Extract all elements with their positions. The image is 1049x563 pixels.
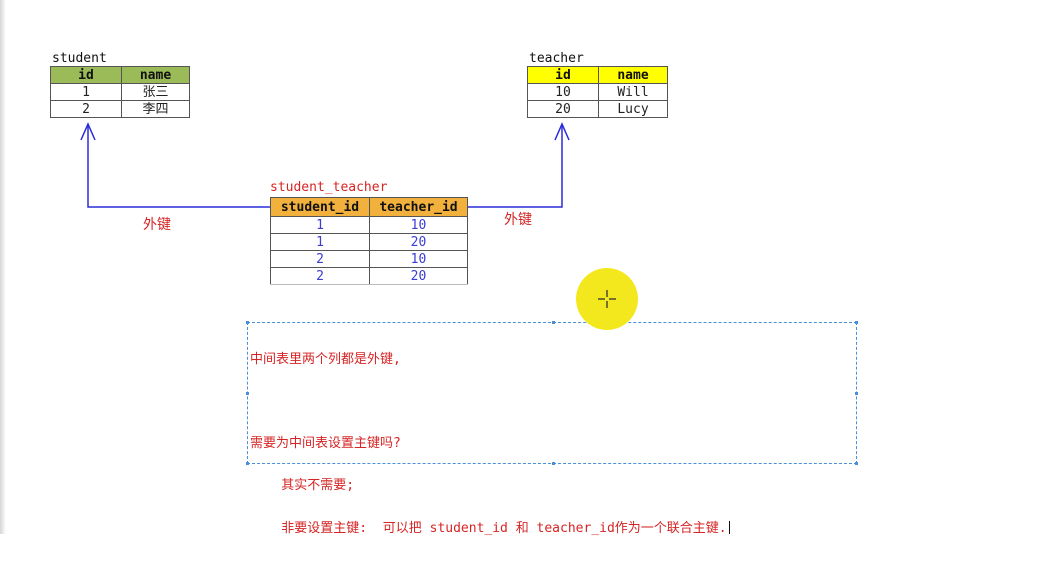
link-col-student-id: student_id <box>270 197 370 217</box>
student-teacher-table: student_id teacher_id 1 10 1 20 2 10 2 2… <box>270 197 468 285</box>
resize-handle[interactable] <box>552 462 555 465</box>
foreign-key-connectors <box>80 122 570 208</box>
resize-handle[interactable] <box>855 392 858 395</box>
note-line: 中间表里两个列都是外键, <box>250 352 401 367</box>
note-line: 其实不需要; <box>250 478 355 493</box>
note-text[interactable]: 中间表里两个列都是外键, 需要为中间表设置主键吗? 其实不需要; 非要设置主键:… <box>250 325 730 563</box>
student-cell-name: 张三 <box>121 83 190 101</box>
note-line <box>250 395 730 409</box>
student-table: id name 1 张三 2 李四 <box>50 66 190 118</box>
link-col-teacher-id: teacher_id <box>369 197 468 217</box>
teacher-col-id: id <box>527 66 599 84</box>
link-table-caption: student_teacher <box>270 180 388 195</box>
note-line: 需要为中间表设置主键吗? <box>250 436 401 451</box>
note-textbox[interactable]: 中间表里两个列都是外键, 需要为中间表设置主键吗? 其实不需要; 非要设置主键:… <box>246 321 858 536</box>
student-col-name: name <box>121 66 190 84</box>
cursor-highlight <box>576 268 638 330</box>
resize-handle[interactable] <box>855 462 858 465</box>
table-row: 2 20 <box>270 267 468 285</box>
table-row: 1 10 <box>270 216 468 234</box>
left-fk-label: 外键 <box>143 217 171 233</box>
table-row: 1 20 <box>270 233 468 251</box>
teacher-table: id name 10 Will 20 Lucy <box>527 66 668 118</box>
crosshair-cursor-icon <box>598 290 616 308</box>
resize-handle[interactable] <box>855 321 858 324</box>
teacher-cell-id: 20 <box>527 100 599 118</box>
left-fk-arrowhead <box>80 122 96 141</box>
right-fk-arrowhead <box>554 122 570 141</box>
student-cell-name: 李四 <box>121 100 190 118</box>
left-fk-line <box>87 124 270 208</box>
teacher-table-caption: teacher <box>529 51 584 66</box>
note-line: 非要设置主键: 可以把 student_id 和 teacher_id作为一个联… <box>250 521 727 536</box>
resize-handle[interactable] <box>246 321 249 324</box>
link-cell-teacher-id: 20 <box>369 267 468 285</box>
link-cell-student-id: 2 <box>270 267 370 285</box>
text-caret <box>728 521 730 534</box>
table-row: 1 张三 <box>50 83 190 101</box>
table-row: 20 Lucy <box>527 100 668 118</box>
right-fk-label: 外键 <box>504 212 532 228</box>
student-table-caption: student <box>52 51 107 66</box>
resize-handle[interactable] <box>246 462 249 465</box>
resize-handle[interactable] <box>552 321 555 324</box>
table-row: 2 李四 <box>50 100 190 118</box>
right-fk-line <box>468 124 563 208</box>
resize-handle[interactable] <box>246 392 249 395</box>
window-edge-shadow <box>0 0 6 534</box>
teacher-cell-name: Lucy <box>598 100 668 118</box>
